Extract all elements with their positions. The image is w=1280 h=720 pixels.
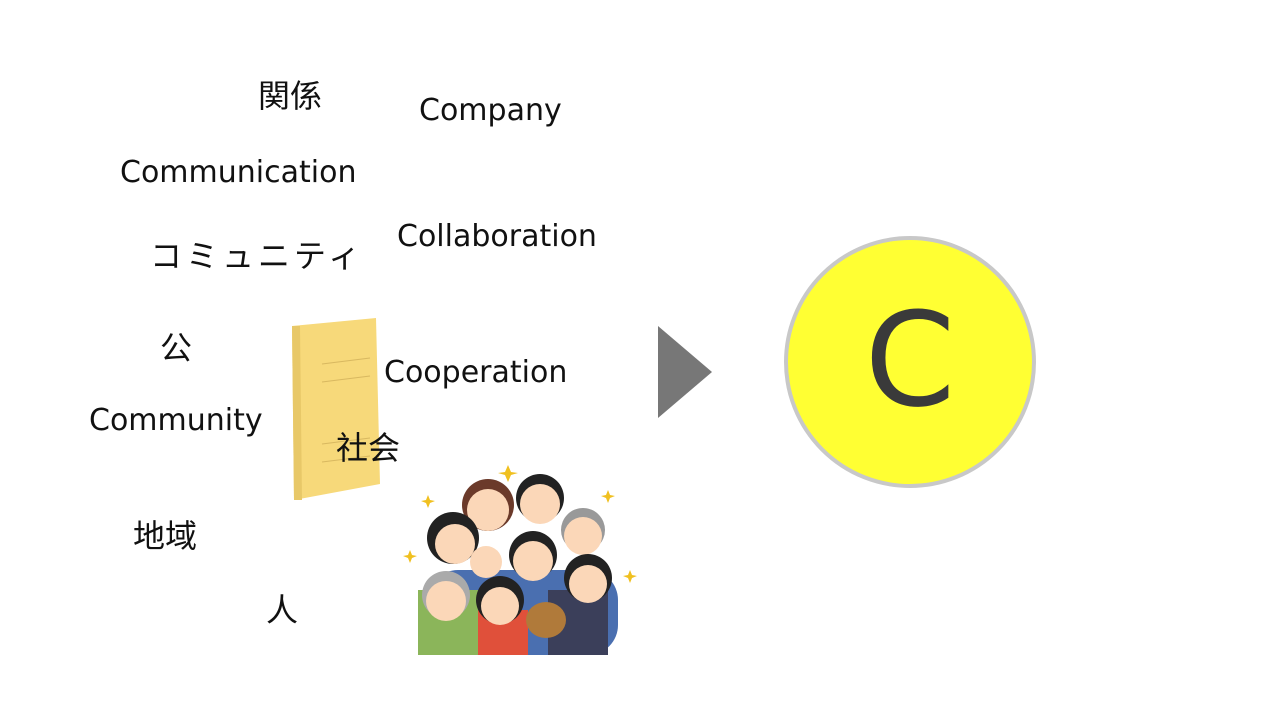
word-communication: Communication: [120, 155, 357, 190]
word-kankei: 関係: [258, 77, 323, 115]
word-chiiki: 地域: [133, 517, 198, 555]
word-company: Company: [419, 93, 562, 128]
people-group-illustration: [403, 465, 637, 655]
result-letter: C: [864, 284, 956, 436]
word-komyuniti: コミュニティ: [150, 237, 365, 275]
word-community: Community: [89, 403, 263, 438]
word-collaboration: Collaboration: [397, 219, 597, 254]
word-ooyake: 公: [160, 329, 193, 367]
word-hito: 人: [266, 591, 299, 629]
word-cooperation: Cooperation: [384, 355, 568, 390]
result-circle: C: [784, 236, 1036, 488]
right-arrow-icon: [658, 326, 712, 418]
word-shakai: 社会: [336, 429, 401, 467]
folder-image: [292, 318, 380, 500]
